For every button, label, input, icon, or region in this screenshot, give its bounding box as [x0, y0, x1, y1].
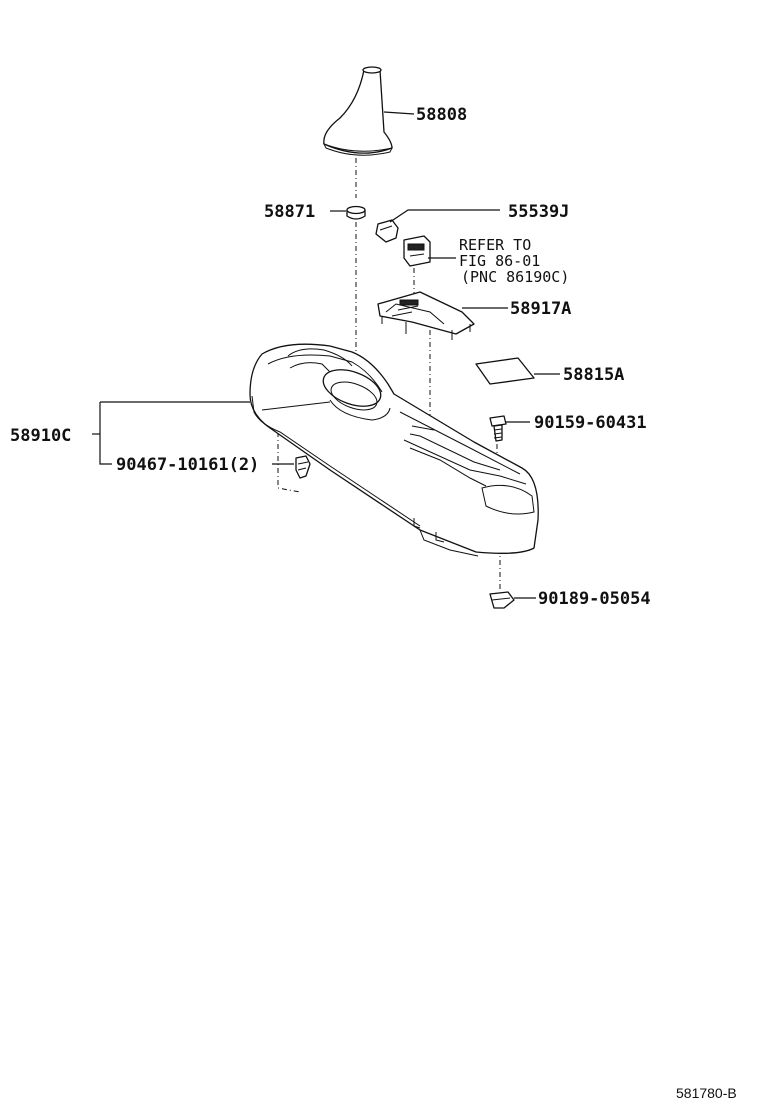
- label-58917A: 58917A: [510, 299, 571, 319]
- console-box-part[interactable]: [249, 343, 539, 557]
- leader-58808: [383, 111, 415, 115]
- pad-part[interactable]: [475, 357, 535, 385]
- clip-left-part[interactable]: [295, 455, 311, 479]
- label-refer-line2: FIG 86-01: [459, 252, 540, 270]
- label-90189-05054: 90189-05054: [538, 589, 651, 609]
- label-refer-line3: (PNC 86190C): [461, 268, 569, 286]
- indicator-housing-part[interactable]: [377, 291, 475, 340]
- label-90467-10161: 90467-10161(2): [116, 455, 259, 475]
- label-58808: 58808: [416, 105, 467, 125]
- leader-55539J: [389, 209, 500, 223]
- leader-58910C-bracket: [99, 402, 112, 465]
- cover-top-part[interactable]: [375, 219, 399, 243]
- assembly-axis-clip-left: [277, 420, 301, 493]
- label-58815A: 58815A: [563, 365, 624, 385]
- label-58910C: 58910C: [10, 426, 71, 446]
- screw-part[interactable]: [489, 415, 507, 442]
- label-90159-60431: 90159-60431: [534, 413, 647, 433]
- clip-bottom-part[interactable]: [489, 591, 515, 609]
- label-refer-line1: REFER TO: [459, 236, 531, 254]
- shift-boot-part[interactable]: [322, 66, 393, 156]
- label-55539J: 55539J: [508, 202, 569, 222]
- figure-id: 581780-B: [676, 1085, 737, 1101]
- label-58871: 58871: [264, 202, 315, 222]
- indicator-module-part[interactable]: [403, 235, 431, 267]
- boot-ring-part[interactable]: [346, 205, 366, 220]
